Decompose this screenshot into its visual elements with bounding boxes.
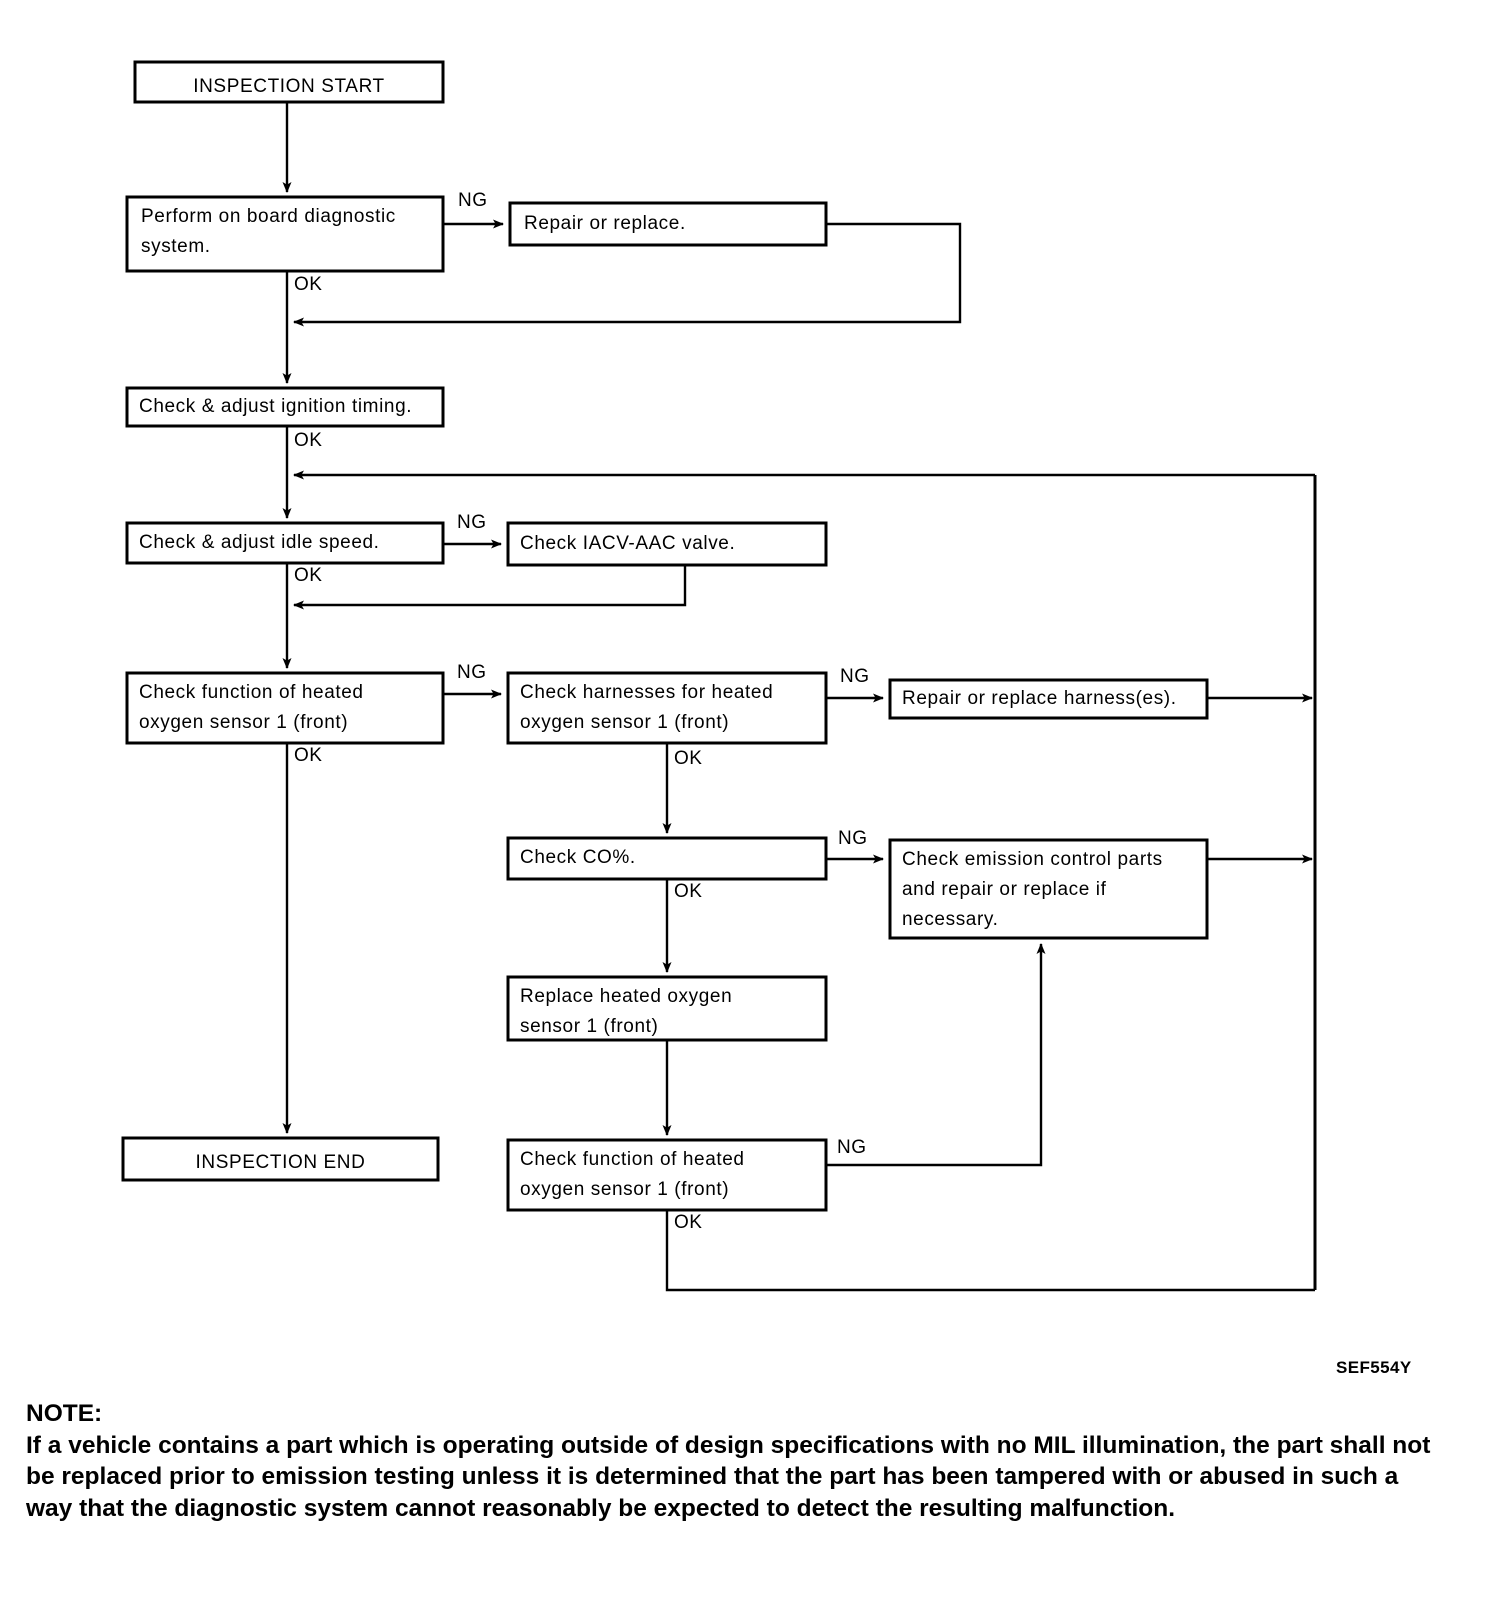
note-body: If a vehicle contains a part which is op… xyxy=(26,1431,1431,1522)
label-inspection-end: INSPECTION END xyxy=(195,1152,366,1173)
edge-label-ok-ho2s-function-2: OK xyxy=(674,1212,703,1233)
figure-reference-code: SEF554Y xyxy=(1336,1358,1412,1377)
box-inspection-start xyxy=(133,60,445,104)
edge-iacv-return xyxy=(293,565,687,610)
edge-label-ng-ho2s-function-2: NG xyxy=(837,1137,867,1158)
label-check-emission-control-parts: Check emission control parts and repair … xyxy=(902,849,1163,930)
label-check-idle-speed: Check & adjust idle speed. xyxy=(139,532,380,553)
label-inspection-start: INSPECTION START xyxy=(193,76,385,97)
box-check-ignition-timing xyxy=(125,386,445,428)
edge-label-ok-idle: OK xyxy=(294,565,323,586)
label-repair-or-replace-harnesses: Repair or replace harness(es). xyxy=(902,688,1177,709)
label-check-function-ho2s-front-2: Check function of heated oxygen sensor 1… xyxy=(520,1149,745,1200)
box-check-function-ho2s-front xyxy=(125,671,445,745)
edge-ho2s2-ok xyxy=(665,1210,1315,1292)
box-inspection-end xyxy=(121,1136,440,1182)
edge-label-ok-obd: OK xyxy=(294,274,323,295)
edge-label-ng-co: NG xyxy=(838,828,868,849)
label-check-ignition-timing: Check & adjust ignition timing. xyxy=(139,396,413,417)
edge-label-ok-ignition: OK xyxy=(294,430,323,451)
label-check-iacv-aac-valve: Check IACV-AAC valve. xyxy=(520,533,736,554)
label-replace-ho2s-front: Replace heated oxygen sensor 1 (front) xyxy=(520,986,733,1037)
edge-label-ok-ho2s-function: OK xyxy=(294,745,323,766)
edge-repair-return xyxy=(293,222,962,327)
edge-label-ng-obd: NG xyxy=(458,190,488,211)
box-check-iacv-aac-valve xyxy=(506,521,828,567)
label-repair-or-replace: Repair or replace. xyxy=(524,213,686,234)
label-check-co-percent: Check CO%. xyxy=(520,847,636,868)
edge-label-ok-co: OK xyxy=(674,881,703,902)
label-check-function-ho2s-front: Check function of heated oxygen sensor 1… xyxy=(139,682,364,733)
edge-label-ng-ho2s-function: NG xyxy=(457,662,487,683)
connectors xyxy=(282,102,1317,1292)
edge-label-ng-harnesses: NG xyxy=(840,666,870,687)
edge-label-ng-idle: NG xyxy=(457,512,487,533)
note-heading: NOTE: xyxy=(26,1400,103,1427)
edge-ho2s2-ng xyxy=(826,943,1046,1167)
label-check-harnesses-ho2s-front: Check harnesses for heated oxygen sensor… xyxy=(520,682,774,733)
label-perform-obd: Perform on board diagnostic system. xyxy=(141,206,396,257)
box-perform-obd xyxy=(125,195,445,273)
flowchart: INSPECTION START Perform on board diagno… xyxy=(121,60,1412,1377)
box-check-emission-control xyxy=(888,838,1209,940)
edge-label-ok-harnesses: OK xyxy=(674,748,703,769)
flowchart-canvas xyxy=(121,60,1317,1292)
note-block: NOTE: If a vehicle contains a part which… xyxy=(26,1398,1446,1524)
